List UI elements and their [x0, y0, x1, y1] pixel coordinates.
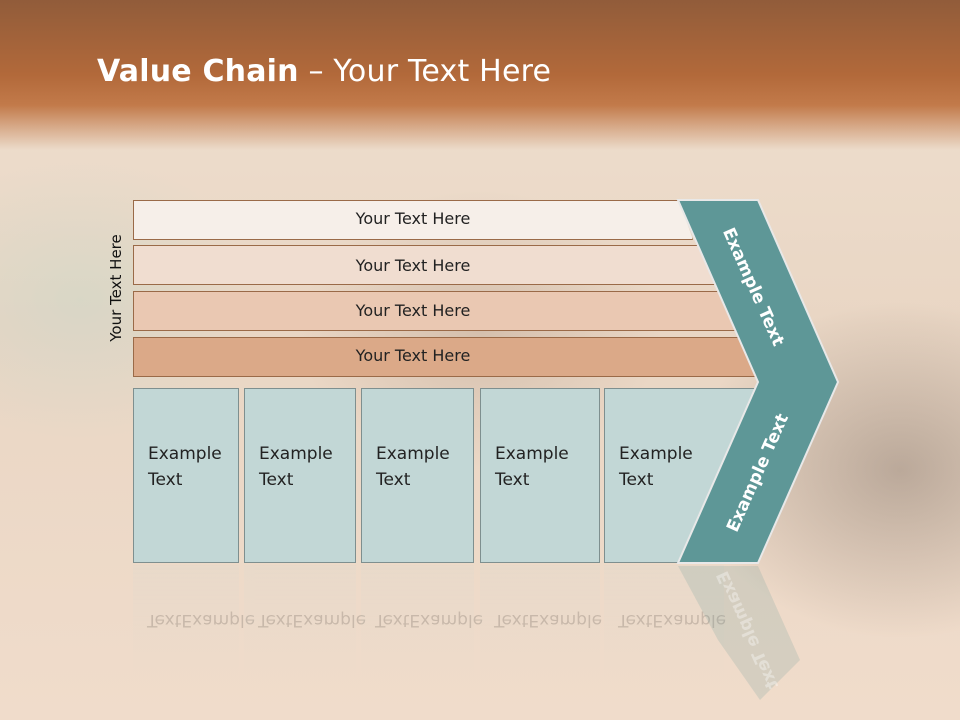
example-box-2: Example Text — [244, 388, 356, 563]
box-5-line1: Example — [619, 444, 693, 464]
title-rest: – Your Text Here — [298, 54, 552, 89]
page-title: Value Chain – Your Text Here — [97, 54, 551, 89]
chevron-reflection — [678, 566, 800, 700]
title-bold: Value Chain — [97, 54, 299, 89]
example-box-3: Example Text — [361, 388, 474, 563]
row-bar-4 — [133, 337, 763, 377]
row-bar-3 — [133, 291, 739, 331]
box-1-line2: Text — [148, 470, 183, 490]
box-4-line2: Text — [495, 470, 530, 490]
box-1-line1: Example — [148, 444, 222, 464]
box-5-line2: Text — [619, 470, 654, 490]
box-2-line1: Example — [259, 444, 333, 464]
box-3-line2: Text — [376, 470, 411, 490]
chevron-shape — [676, 199, 840, 564]
example-box-4: Example Text — [480, 388, 600, 563]
header-band — [0, 0, 960, 150]
example-box-1: Example Text — [133, 388, 239, 563]
box-3-line1: Example — [376, 444, 450, 464]
row-bar-2 — [133, 245, 718, 285]
box-4-line1: Example — [495, 444, 569, 464]
box-2-line2: Text — [259, 470, 294, 490]
